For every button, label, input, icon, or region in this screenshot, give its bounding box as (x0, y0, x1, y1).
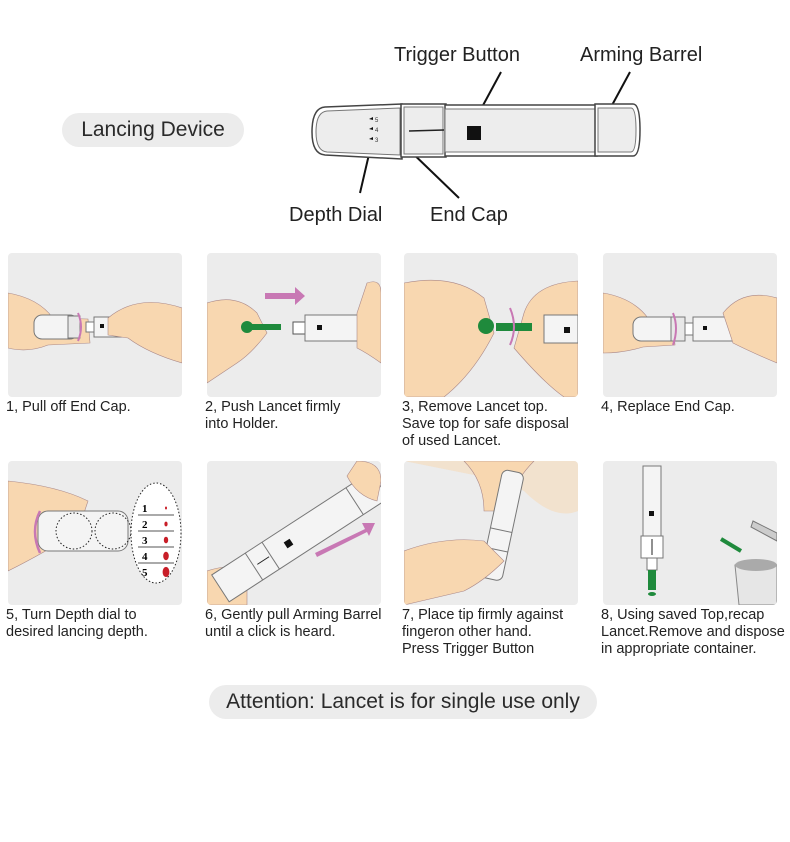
label-depth-dial: Depth Dial (289, 204, 383, 226)
lancing-device-illustration: 5 4 3 (311, 71, 641, 199)
label-trigger-button: Trigger Button (394, 44, 520, 66)
device-body (444, 104, 598, 157)
caption-line: fingeron other hand. (402, 624, 532, 640)
caption-line: 6, Gently pull Arming Barrel (205, 607, 382, 623)
blood-drop-icon (165, 506, 167, 510)
step-1-caption: 1, Pull off End Cap. (6, 399, 196, 416)
step-5-illustration: 1 2 3 4 5 (8, 461, 182, 605)
svg-text:3: 3 (375, 138, 379, 144)
depth-dial-window (400, 103, 447, 158)
lancing-device-title: Lancing Device (62, 113, 244, 147)
caption-line: 3, Remove Lancet top. (402, 399, 548, 415)
step-7-illustration (404, 461, 578, 605)
blood-drop-icon (163, 551, 169, 561)
caption-line: 8, Using saved Top,recap (601, 607, 765, 623)
svg-text:4: 4 (375, 128, 379, 134)
attention-text: Attention: Lancet is for single use only (226, 690, 580, 713)
blood-drop-icon (163, 536, 169, 544)
caption-line: desired lancing depth. (6, 624, 148, 640)
end-cap-shape (311, 103, 403, 160)
depth-level-5: 5 (142, 567, 148, 579)
caption-line: in appropriate container. (601, 641, 757, 657)
step-4-caption: 4, Replace End Cap. (601, 399, 790, 416)
svg-text:5: 5 (375, 118, 379, 124)
label-end-cap: End Cap (430, 204, 508, 226)
step-6-illustration (207, 461, 381, 605)
blood-drop-icon (162, 566, 170, 578)
blood-drop-icon (164, 521, 168, 527)
caption-line: 7, Place tip firmly against (402, 607, 564, 623)
depth-dial-marks: 5 4 3 (369, 117, 379, 144)
depth-level-3: 3 (142, 535, 148, 547)
caption-line: into Holder. (205, 416, 279, 432)
depth-level-1: 1 (142, 503, 148, 515)
trigger-button-shape (467, 126, 481, 140)
caption-line: Save top for safe disposal (402, 416, 569, 432)
caption-line: of used Lancet. (402, 433, 502, 449)
step-4-illustration (603, 253, 777, 397)
attention-banner: Attention: Lancet is for single use only (209, 685, 597, 719)
caption-line: 4, Replace End Cap. (601, 399, 735, 415)
caption-line: Press Trigger Button (402, 641, 535, 657)
step-8-illustration (603, 461, 777, 605)
depth-level-4: 4 (142, 551, 148, 563)
caption-line: 2, Push Lancet firmly (205, 399, 341, 415)
step-3-illustration (404, 253, 578, 397)
label-arming-barrel: Arming Barrel (580, 44, 703, 66)
step-2-illustration (207, 253, 381, 397)
step-1-illustration (8, 253, 182, 397)
caption-line: 5, Turn Depth dial to (6, 607, 137, 623)
caption-line: until a click is heard. (205, 624, 336, 640)
arming-barrel-shape (594, 103, 641, 157)
caption-line: Lancet.Remove and dispose (601, 624, 785, 640)
step-3-caption: 3, Remove Lancet top.Save top for safe d… (402, 399, 592, 450)
caption-line: 1, Pull off End Cap. (6, 399, 131, 415)
depth-level-2: 2 (142, 519, 148, 531)
title-text: Lancing Device (81, 118, 225, 141)
